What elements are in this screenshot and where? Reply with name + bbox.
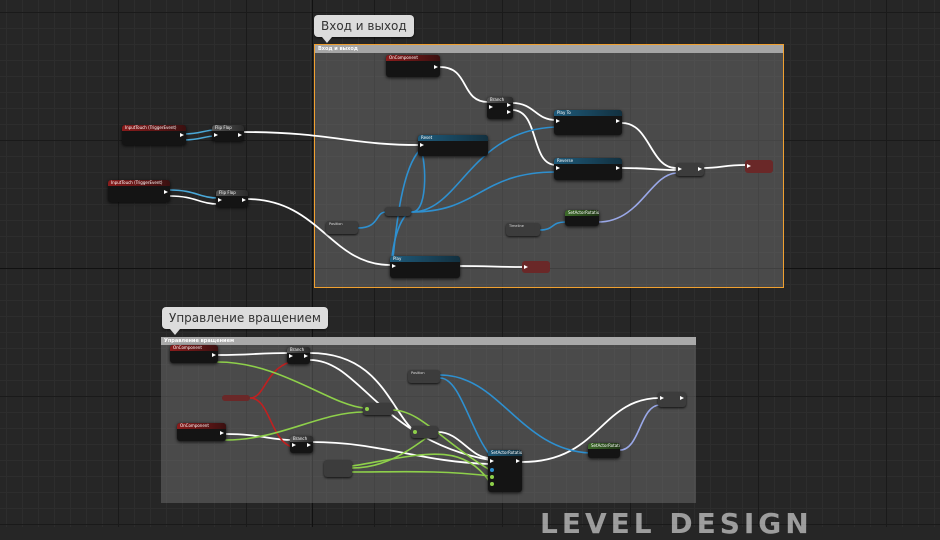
node-select-vector-1[interactable] xyxy=(363,403,393,415)
exec-pin-icon[interactable] xyxy=(489,105,493,109)
node-make-rotator[interactable] xyxy=(324,460,352,477)
exec-pin-icon[interactable] xyxy=(238,133,242,137)
comment-bubble-rotation-control[interactable]: Управление вращением xyxy=(162,307,328,335)
pin-icon[interactable] xyxy=(490,482,494,486)
exec-pin-icon[interactable] xyxy=(289,354,293,358)
event-node-on-component-rot-2[interactable]: OnComponent xyxy=(177,423,226,441)
node-reroute[interactable] xyxy=(385,207,411,216)
node-title: Branch xyxy=(290,436,313,442)
exec-pin-icon[interactable] xyxy=(747,164,751,168)
node-title: Branch xyxy=(487,97,513,103)
exec-pin-icon[interactable] xyxy=(212,353,216,357)
graph-origin-horizontal xyxy=(0,268,940,269)
node-title: OnComponent xyxy=(170,345,218,351)
variable-node-position-bottom[interactable]: Position xyxy=(408,370,440,383)
variable-node-position[interactable]: Position xyxy=(326,221,358,234)
pin-icon[interactable] xyxy=(490,475,494,479)
exec-pin-icon[interactable] xyxy=(556,166,560,170)
node-flipflop-b[interactable]: Flip Flop xyxy=(216,190,248,207)
exec-pin-icon[interactable] xyxy=(678,167,682,171)
comment-header[interactable]: Вход и выход xyxy=(315,45,783,53)
event-node-on-component-top[interactable]: OnComponent xyxy=(386,55,440,77)
function-node-reverse[interactable]: Reverse xyxy=(554,158,622,180)
exec-pin-icon[interactable] xyxy=(556,119,560,123)
graph-origin-vertical xyxy=(312,0,313,527)
function-node-set-actor-rotation[interactable]: SetActorRotation xyxy=(488,450,522,492)
node-return-bottom[interactable] xyxy=(522,261,550,273)
exec-pin-icon[interactable] xyxy=(516,459,520,463)
node-title: Branch xyxy=(287,347,310,353)
node-title: Play To xyxy=(554,110,622,116)
watermark-text: LEVEL DESIGN xyxy=(540,507,813,540)
node-title: InputTouch (TriggerEvent) xyxy=(122,125,186,131)
pin-icon[interactable] xyxy=(365,407,369,411)
exec-pin-icon[interactable] xyxy=(292,443,296,447)
exec-pin-icon[interactable] xyxy=(220,431,224,435)
exec-pin-icon[interactable] xyxy=(507,103,511,107)
node-sequence-bottom[interactable] xyxy=(658,392,686,407)
event-node-input-touch-b[interactable]: InputTouch (TriggerEvent) xyxy=(108,180,170,202)
exec-pin-icon[interactable] xyxy=(242,198,246,202)
node-title: Position xyxy=(411,371,425,375)
node-title: OnComponent xyxy=(177,423,226,429)
comment-header[interactable]: Управление вращением xyxy=(161,337,696,345)
exec-pin-icon[interactable] xyxy=(392,264,396,268)
variable-node-timeline[interactable]: Timeline xyxy=(506,223,540,236)
node-title: Flip Flop xyxy=(212,125,244,131)
exec-pin-icon[interactable] xyxy=(304,354,308,358)
pin-icon[interactable] xyxy=(490,468,494,472)
node-branch-top[interactable]: Branch xyxy=(487,97,513,119)
exec-pin-icon[interactable] xyxy=(660,396,664,400)
comment-box-input-output[interactable]: Вход и выход xyxy=(314,44,784,288)
comment-bubble-input-output[interactable]: Вход и выход xyxy=(314,15,414,43)
exec-pin-icon[interactable] xyxy=(680,396,684,400)
node-branch-rot-2[interactable]: Branch xyxy=(290,436,313,453)
pin-icon[interactable] xyxy=(413,430,417,434)
node-title: InputTouch (TriggerEvent) xyxy=(108,180,170,186)
node-sequence[interactable] xyxy=(676,163,704,176)
exec-pin-icon[interactable] xyxy=(524,265,528,269)
exec-pin-icon[interactable] xyxy=(180,133,184,137)
node-flipflop-a[interactable]: Flip Flop xyxy=(212,125,244,141)
node-title: Flip Flop xyxy=(216,190,248,196)
node-title: Timeline xyxy=(509,224,524,228)
node-branch-rot-1[interactable]: Branch xyxy=(287,347,310,364)
node-title: SetActorRotation xyxy=(488,450,522,456)
node-return-top[interactable] xyxy=(745,160,773,173)
node-select-vector-2[interactable] xyxy=(411,426,438,438)
exec-pin-icon[interactable] xyxy=(616,119,620,123)
event-node-input-touch-a[interactable]: InputTouch (TriggerEvent) xyxy=(122,125,186,145)
node-title: SetActorRotation xyxy=(588,443,620,449)
function-node-set-rotation-green[interactable]: SetActorRotation xyxy=(565,210,599,226)
comment-box-rotation-control[interactable]: Управление вращением xyxy=(161,337,696,503)
exec-pin-icon[interactable] xyxy=(420,143,424,147)
exec-pin-icon[interactable] xyxy=(164,190,168,194)
exec-pin-icon[interactable] xyxy=(698,167,702,171)
event-node-on-component-rot-1[interactable]: OnComponent xyxy=(170,345,218,363)
node-title: SetActorRotation xyxy=(565,210,599,216)
node-title: OnComponent xyxy=(386,55,440,61)
function-node-reset[interactable]: Reset xyxy=(418,135,488,156)
exec-pin-icon[interactable] xyxy=(434,65,438,69)
node-red-reroute[interactable] xyxy=(222,395,250,401)
exec-pin-icon[interactable] xyxy=(214,133,218,137)
node-title: Play xyxy=(390,256,460,262)
exec-pin-icon[interactable] xyxy=(307,443,311,447)
function-node-play-to[interactable]: Play To xyxy=(554,110,622,135)
node-title: Position xyxy=(329,222,343,226)
wires-layer xyxy=(169,66,746,483)
exec-pin-icon[interactable] xyxy=(616,166,620,170)
exec-pin-icon[interactable] xyxy=(218,198,222,202)
exec-pin-icon[interactable] xyxy=(490,459,494,463)
function-node-set-actor-rotation-2[interactable]: SetActorRotation xyxy=(588,443,620,458)
function-node-play[interactable]: Play xyxy=(390,256,460,278)
exec-pin-icon[interactable] xyxy=(507,110,511,114)
node-title: Reverse xyxy=(554,158,622,164)
node-title: Reset xyxy=(418,135,488,141)
